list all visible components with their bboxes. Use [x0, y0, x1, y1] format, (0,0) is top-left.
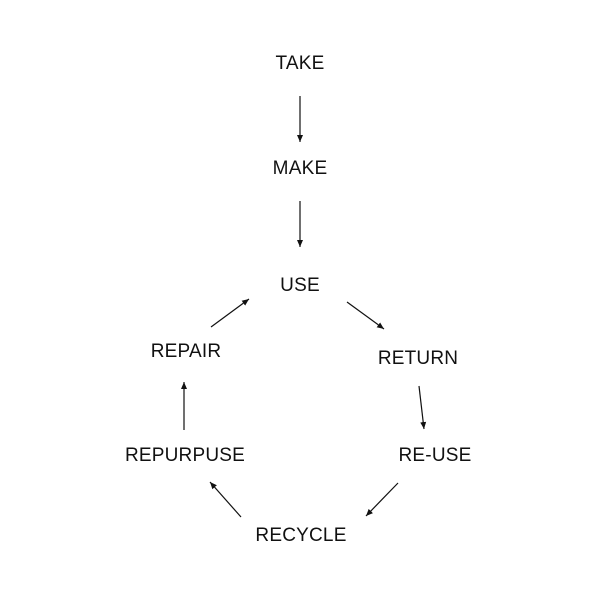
node-recycle: RECYCLE — [255, 525, 347, 546]
node-reuse: RE-USE — [398, 445, 472, 466]
arrow-recycle-to-repurpose — [209, 481, 242, 518]
arrow-repair-to-use — [210, 298, 250, 328]
node-take: TAKE — [275, 53, 325, 74]
node-repurpose: REPURPUSE — [124, 445, 246, 466]
node-return: RETURN — [377, 348, 459, 369]
node-make: MAKE — [272, 158, 328, 179]
arrow-return-to-reuse — [418, 385, 427, 430]
node-use: USE — [280, 275, 320, 296]
arrow-use-to-return — [346, 301, 385, 330]
node-repair: REPAIR — [150, 341, 222, 362]
arrow-reuse-to-recycle — [365, 482, 399, 517]
